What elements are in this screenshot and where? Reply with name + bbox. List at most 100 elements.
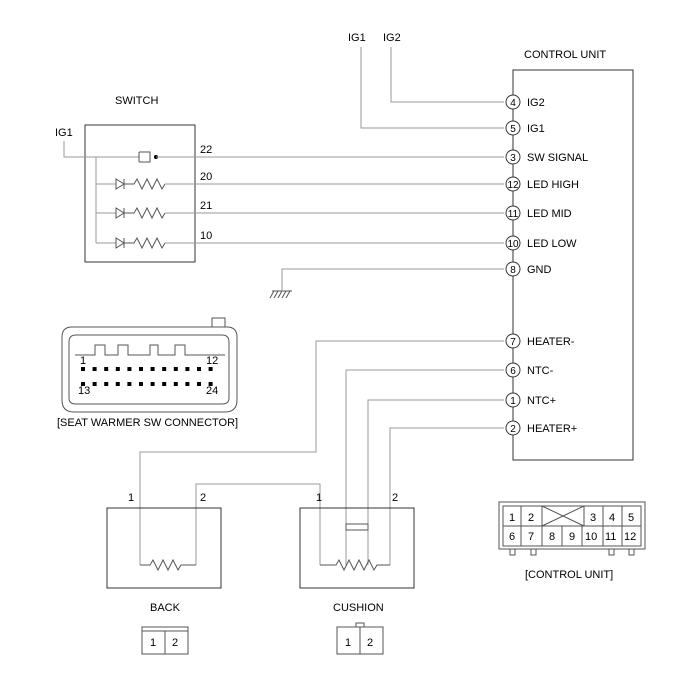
connector-pin-dot (92, 382, 97, 386)
connector-pin-dot (115, 382, 120, 386)
connector-pin-dot (115, 367, 120, 371)
pin-number: 1 (510, 396, 516, 407)
cu-pin-sw-signal: 3 SW SIGNAL (505, 149, 588, 165)
connector-pin-13-label: 13 (78, 385, 90, 397)
pin-number: 4 (510, 98, 516, 109)
connector-pin-dot (127, 367, 132, 371)
switch-contact-symbol (138, 151, 158, 163)
connector-pin-dot (150, 382, 155, 386)
ig2-wire (390, 47, 504, 103)
pin-number: 11 (508, 209, 519, 220)
pin-circle (505, 362, 521, 378)
cushion-heater-resistor (320, 558, 390, 572)
ntc-minus-wire (345, 369, 504, 565)
pin-circle (505, 149, 521, 165)
pin-label: HEATER- (527, 336, 575, 348)
pin-number: 6 (510, 366, 516, 377)
connector-pin-dot (208, 367, 213, 371)
connector-pin-dot (185, 382, 190, 386)
connector-pin-dot (173, 382, 178, 386)
pin-label: HEATER+ (527, 423, 577, 435)
pin-circle (505, 205, 521, 221)
connector-pin-24-label: 24 (206, 385, 218, 397)
back-pin-2: 2 (200, 492, 206, 504)
connector-pin-dot (173, 367, 178, 371)
pin-label: LED HIGH (527, 179, 579, 191)
switch-terminal-21: 21 (200, 200, 212, 212)
ig1-source-label: IG1 (348, 32, 366, 44)
heater-plus-wire (389, 427, 504, 565)
cu-conn-pin-1: 1 (509, 512, 515, 524)
switch-terminal-20: 20 (200, 171, 212, 183)
seat-connector-caption: [SEAT WARMER SW CONNECTOR] (57, 417, 238, 429)
cu-conn-pin-6: 6 (509, 531, 515, 543)
pin-number: 2 (510, 424, 516, 435)
connector-pin-dot (127, 382, 132, 386)
pin-label: SW SIGNAL (527, 152, 588, 164)
pin-number: 12 (507, 180, 519, 191)
cu-conn-pin-7: 7 (528, 531, 534, 543)
cu-pin-ig1: 5 IG1 (505, 120, 545, 136)
switch-title: SWITCH (115, 95, 158, 107)
cu-pin-led-high: 12 LED HIGH (505, 176, 579, 192)
connector-pin-dot (139, 367, 143, 371)
connector-pin-12-label: 12 (206, 355, 218, 367)
cu-pin-heater-plus: 2 HEATER+ (505, 420, 577, 436)
connector-pin-dot (208, 382, 213, 386)
back-pin-1: 1 (128, 492, 134, 504)
heater-minus-wire (139, 340, 504, 565)
connector-pin-dot (81, 367, 85, 371)
ig1-wire (360, 47, 504, 129)
connector-pin-row-bottom (81, 382, 213, 386)
cu-conn-pin-10: 10 (585, 531, 597, 543)
back-heater-resistor (140, 558, 196, 572)
ground-symbol (269, 290, 292, 299)
cu-pin-ntc-minus: 6 NTC- (505, 362, 554, 378)
led-high-circuit (96, 177, 504, 191)
back-title: BACK (150, 602, 181, 614)
pin-label: NTC- (527, 365, 554, 377)
cu-connector-caption: [CONTROL UNIT] (525, 569, 613, 581)
cu-conn-pin-12: 12 (624, 531, 636, 543)
control-unit-title: CONTROL UNIT (524, 49, 606, 61)
pin-circle (505, 120, 521, 136)
pin-label: LED LOW (527, 238, 577, 250)
cu-pin-ntc-plus: 1 NTC+ (505, 392, 556, 408)
cu-pin-heater-minus: 7 HEATER- (505, 333, 575, 349)
back-heater-box (106, 507, 222, 589)
connector-pin-dot (197, 367, 201, 371)
seat-warmer-connector-drawing (61, 317, 238, 413)
pin-label: LED MID (527, 208, 572, 220)
cushion-heater-box (299, 507, 415, 589)
ntc-sensor-symbol (345, 523, 369, 531)
switch-ig1-label: IG1 (55, 127, 73, 139)
cushion-title: CUSHION (333, 602, 384, 614)
cushion-conn-pin-2: 2 (367, 637, 373, 649)
switch-terminal-22: 22 (200, 144, 212, 156)
pin-circle (505, 392, 521, 408)
pin-number: 8 (510, 265, 516, 276)
led-mid-circuit (96, 206, 504, 220)
pin-circle (505, 261, 521, 277)
led-low-circuit (96, 236, 504, 250)
pin-circle (505, 94, 521, 110)
cu-pin-gnd: 8 GND (505, 261, 552, 277)
pin-number: 7 (510, 337, 516, 348)
connector-pin-1-label: 1 (80, 355, 86, 367)
back-connector: 1 2 (141, 626, 189, 655)
pin-number: 10 (507, 239, 519, 250)
cushion-connector: 1 2 (336, 622, 384, 655)
pin-circle (505, 176, 521, 192)
back-conn-pin-1: 1 (150, 637, 156, 649)
cu-conn-pin-8: 8 (549, 531, 555, 543)
cu-pin-led-mid: 11 LED MID (505, 205, 572, 221)
ig2-source-label: IG2 (383, 32, 401, 44)
pin-label: NTC+ (527, 395, 556, 407)
connector-pin-dot (92, 367, 97, 371)
ntc-plus-wire (367, 399, 504, 565)
cushion-pin-1: 1 (316, 492, 322, 504)
cu-conn-pin-4: 4 (609, 512, 615, 524)
pin-number: 3 (510, 153, 516, 164)
connector-pin-dot (162, 382, 167, 386)
